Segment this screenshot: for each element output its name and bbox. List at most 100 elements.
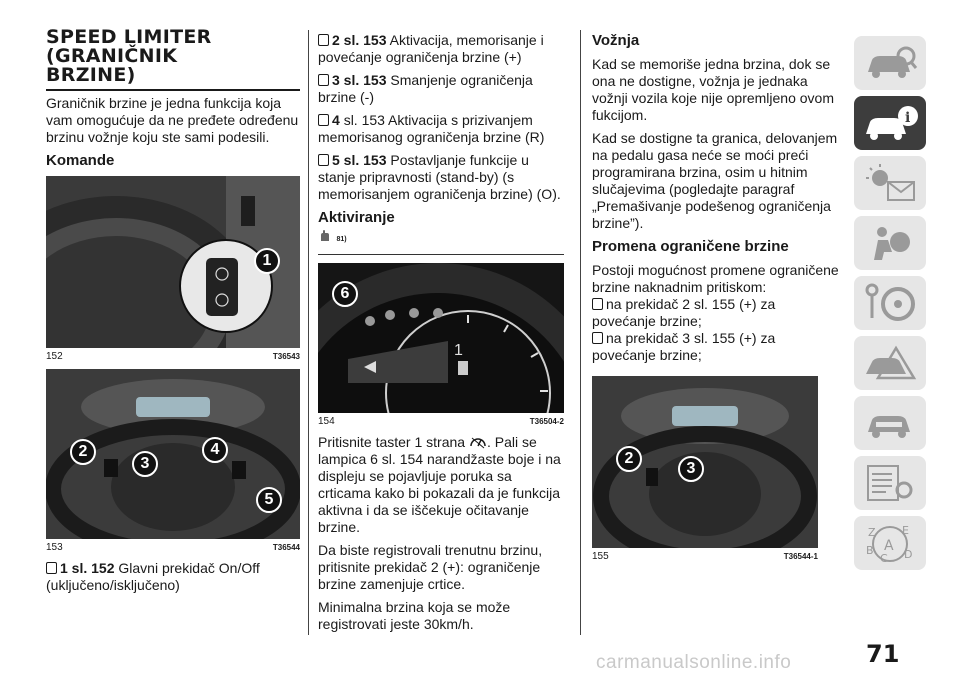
technical-data-icon — [867, 465, 913, 501]
figure-caption: 152 T36543 — [46, 351, 300, 363]
item-text: Aktivacija, memorisanje i povećanje ogra… — [318, 32, 544, 65]
title-rule — [46, 89, 300, 91]
car-service-icon — [868, 416, 910, 438]
steering-key-icon — [865, 283, 915, 321]
item-5: 5 sl. 153 Postavljanje funkcije u stanje… — [318, 152, 564, 203]
callout-3: 3 — [132, 451, 158, 477]
tab-steering-key[interactable] — [854, 276, 926, 330]
item-text: Glavni prekidač On/Off (uključeno/isklju… — [46, 560, 260, 593]
paragraph-text: . Pali se lampica 6 sl. 154 narandžaste … — [318, 434, 561, 535]
column-divider — [308, 30, 309, 635]
checkbox-bullet-icon — [318, 154, 329, 166]
checkbox-bullet-icon — [318, 34, 329, 46]
checkbox-bullet-icon — [318, 74, 329, 86]
figure-number: 155 — [592, 551, 609, 562]
svg-text:!: ! — [894, 363, 898, 377]
figure-caption: 153 T36544 — [46, 542, 300, 554]
callout-4: 4 — [202, 437, 228, 463]
car-crash-icon: ! — [866, 345, 917, 380]
callout-6: 6 — [332, 281, 358, 307]
figure-code: T36504-2 — [529, 417, 564, 426]
dashboard-switch-photo — [46, 176, 300, 348]
svg-text:i: i — [905, 110, 910, 126]
warning-lights-icon — [866, 164, 915, 201]
item-4: 4 sl. 153 Aktivacija s prizivanjem memor… — [318, 112, 564, 146]
paragraph-text: Pritisnite taster 1 strana — [318, 434, 466, 450]
checkbox-bullet-icon — [318, 114, 329, 126]
promena-heading: Promena ograničene brzine — [592, 238, 789, 255]
car-info-icon: i — [866, 106, 918, 140]
gauge-digit: 1 — [454, 342, 463, 359]
svg-text:C: C — [880, 552, 888, 564]
title-line: (GRANIČNIK — [46, 45, 178, 67]
title-line: SPEED LIMITER — [46, 26, 212, 48]
promena-paragraph: Postoji mogućnost promene ograničene brz… — [592, 262, 839, 295]
callout-2: 2 — [70, 439, 96, 465]
tab-warning-lights[interactable] — [854, 156, 926, 210]
list-item-text: na prekidač 3 sl. 155 (+) za povećanje b… — [592, 330, 776, 363]
figure-154: 1 6 — [318, 263, 564, 413]
warning-reference: 81) — [318, 229, 564, 248]
column-1: SPEED LIMITER (GRANIČNIK BRZINE) Graničn… — [46, 28, 300, 600]
tab-car-info[interactable]: i — [854, 96, 926, 150]
figure-152: 1 — [46, 176, 300, 348]
list-item-1: na prekidač 2 sl. 155 (+) za povećanje b… — [592, 296, 840, 330]
figure-caption: 154 T36504-2 — [318, 416, 564, 428]
instrument-cluster-photo: 1 — [318, 263, 564, 413]
komande-heading: Komande — [46, 152, 115, 169]
figure-caption: 155 T36544-1 — [592, 551, 818, 563]
svg-text:A: A — [884, 538, 894, 554]
tab-airbag[interactable] — [854, 216, 926, 270]
item-ref: 5 sl. 153 — [332, 152, 387, 168]
item-text: sl. 153 Aktivacija s prizivanjem memoris… — [318, 112, 545, 145]
watermark: carmanualsonline.info — [596, 652, 792, 673]
figure-number: 153 — [46, 542, 63, 553]
warning-hand-icon — [321, 230, 329, 241]
figure-153: 2 3 4 5 — [46, 369, 300, 539]
figure-number: 152 — [46, 351, 63, 362]
list-item-2: na prekidač 3 sl. 155 (+) za povećanje b… — [592, 330, 840, 364]
item-3: 3 sl. 153 Smanjenje ograničenja brzine (… — [318, 72, 564, 106]
list-item-text: na prekidač 2 sl. 155 (+) za povećanje b… — [592, 296, 776, 329]
title-line: BRZINE) — [46, 64, 136, 86]
svg-text:D: D — [904, 548, 912, 561]
callout-2: 2 — [616, 446, 642, 472]
aktiviranje-paragraph-3: Minimalna brzina koja se može registrova… — [318, 599, 511, 632]
svg-text:E: E — [902, 524, 909, 537]
column-3: Vožnja Kad se memoriše jedna brzina, dok… — [592, 32, 840, 569]
aktiviranje-heading: Aktiviranje — [318, 209, 395, 226]
item-ref: 3 sl. 153 — [332, 72, 387, 88]
voznja-heading: Vožnja — [592, 32, 640, 49]
section-title: SPEED LIMITER (GRANIČNIK BRZINE) — [46, 28, 300, 85]
figure-top-rule — [318, 254, 564, 255]
aktiviranje-paragraph-1: Pritisnite taster 1 strana . Pali se lam… — [318, 434, 564, 536]
checkbox-bullet-icon — [592, 298, 603, 310]
column-2: 2 sl. 153 Aktivacija, memorisanje i pove… — [318, 32, 564, 639]
tab-car-service[interactable] — [854, 396, 926, 450]
aktiviranje-paragraph-2: Da biste registrovali trenutnu brzinu, p… — [318, 542, 543, 592]
tab-car-crash[interactable]: ! — [854, 336, 926, 390]
column-divider — [580, 30, 581, 635]
item-ref: 1 sl. 152 — [60, 560, 115, 576]
item-ref: 4 — [332, 112, 340, 128]
item-1: 1 sl. 152 Glavni prekidač On/Off (uključ… — [46, 560, 300, 594]
tab-car-search[interactable] — [854, 36, 926, 90]
figure-155: 2 3 — [592, 376, 818, 548]
item-2: 2 sl. 153 Aktivacija, memorisanje i pove… — [318, 32, 564, 66]
callout-5: 5 — [256, 487, 282, 513]
checkbox-bullet-icon — [592, 332, 603, 344]
warning-ref-number: 81) — [336, 236, 347, 243]
tab-technical-data[interactable] — [854, 456, 926, 510]
page-number: 71 — [866, 640, 900, 668]
intro-paragraph: Graničnik brzine je jedna funkcija koja … — [46, 95, 299, 145]
item-text: Smanjenje ograničenja brzine (-) — [318, 72, 533, 105]
svg-text:B: B — [866, 544, 874, 557]
figure-number: 154 — [318, 416, 335, 427]
voznja-paragraph-1: Kad se memoriše jedna brzina, dok se ona… — [592, 56, 835, 123]
item-text: Postavljanje funkcije u stanje pripravno… — [318, 152, 561, 202]
callout-3: 3 — [678, 456, 704, 482]
svg-text:Z: Z — [868, 526, 876, 539]
